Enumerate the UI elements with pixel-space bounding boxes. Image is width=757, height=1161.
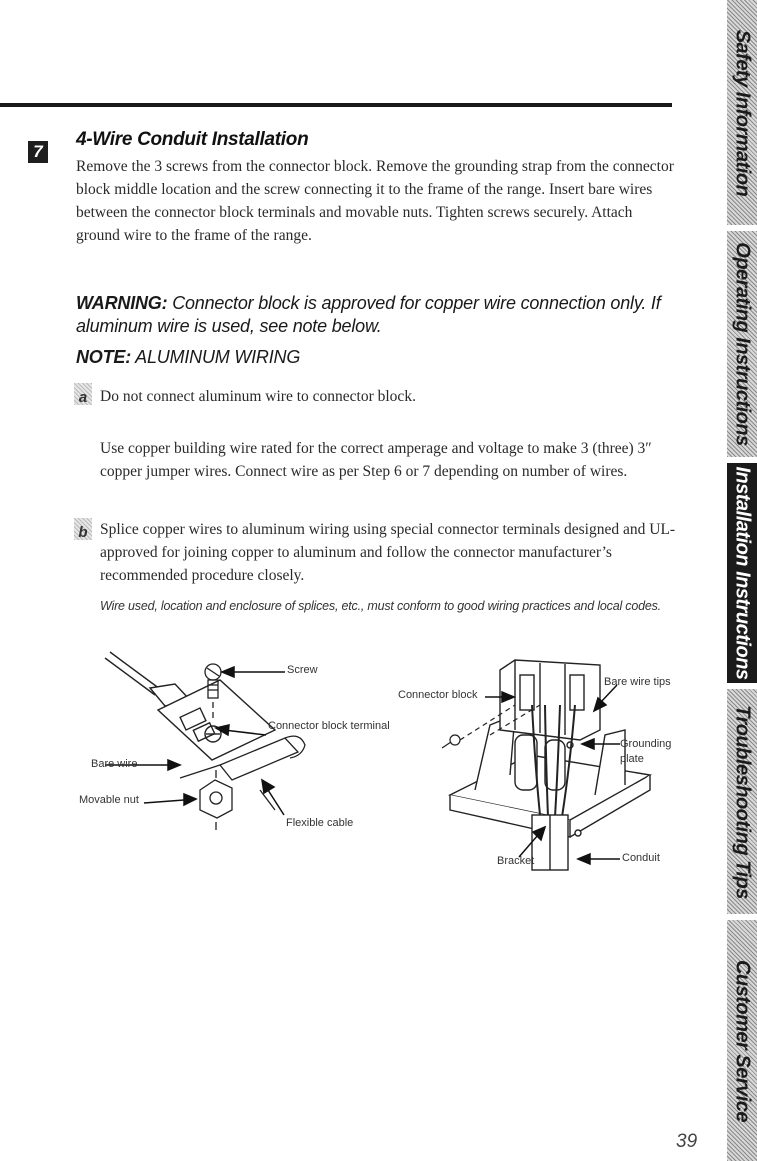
section-heading: 4-Wire Conduit Installation	[76, 129, 309, 150]
note-text: ALUMINUM WIRING	[131, 347, 301, 367]
label-connector-block: Connector block	[398, 689, 478, 701]
label-conduit: Conduit	[622, 852, 660, 864]
tab-divider	[727, 914, 757, 920]
side-tab-customer-service[interactable]: Customer Service	[727, 920, 757, 1161]
top-rule	[0, 103, 672, 107]
fine-print: Wire used, location and enclosure of spl…	[100, 599, 661, 613]
item-a-line1: Do not connect aluminum wire to connecto…	[100, 388, 416, 405]
side-tab-safety-information[interactable]: Safety Information	[727, 0, 757, 225]
step-number-badge: 7	[28, 141, 48, 163]
label-bracket: Bracket	[497, 855, 535, 867]
label-movable-nut: Movable nut	[79, 794, 139, 806]
side-tab-label: Installation Instructions	[731, 466, 754, 680]
item-a-line2: Use copper building wire rated for the c…	[100, 440, 652, 480]
label-grounding: Grounding	[620, 738, 672, 750]
item-b-text: Splice copper wires to aluminum wiring u…	[100, 521, 676, 584]
warning-label: WARNING:	[76, 293, 168, 313]
item-b-marker: b	[74, 518, 92, 541]
warning-paragraph: WARNING: Connector block is approved for…	[76, 292, 676, 338]
section-side-tabs: Safety Information Operating Instruction…	[727, 0, 757, 1161]
label-flexible-cable: Flexible cable	[286, 817, 354, 829]
warning-text: Connector block is approved for copper w…	[76, 293, 661, 336]
tab-divider	[727, 457, 757, 463]
side-tab-label: Customer Service	[731, 959, 754, 1122]
label-connector-block-terminal: Connector block terminal	[268, 720, 390, 732]
side-tab-troubleshooting-tips[interactable]: Troubleshooting Tips	[727, 689, 757, 914]
side-tab-installation-instructions[interactable]: Installation Instructions	[727, 463, 757, 683]
label-plate: plate	[620, 753, 644, 765]
label-screw: Screw	[287, 664, 318, 676]
page-number: 39	[676, 1131, 698, 1152]
terminal-diagram	[104, 651, 306, 830]
connector-block-diagram	[441, 659, 653, 871]
note-label: NOTE:	[76, 347, 131, 367]
tab-divider	[727, 225, 757, 231]
side-tab-label: Safety Information	[731, 29, 754, 196]
tab-divider	[727, 683, 757, 689]
side-tab-label: Operating Instructions	[731, 242, 754, 446]
label-bare-wire-tips: Bare wire tips	[604, 676, 671, 688]
label-bare-wire: Bare wire	[91, 758, 138, 770]
note-heading: NOTE: ALUMINUM WIRING	[76, 347, 300, 368]
side-tab-operating-instructions[interactable]: Operating Instructions	[727, 231, 757, 457]
side-tab-label: Troubleshooting Tips	[731, 704, 754, 899]
item-a-marker: a	[74, 383, 92, 406]
intro-paragraph: Remove the 3 screws from the connector b…	[76, 158, 674, 244]
